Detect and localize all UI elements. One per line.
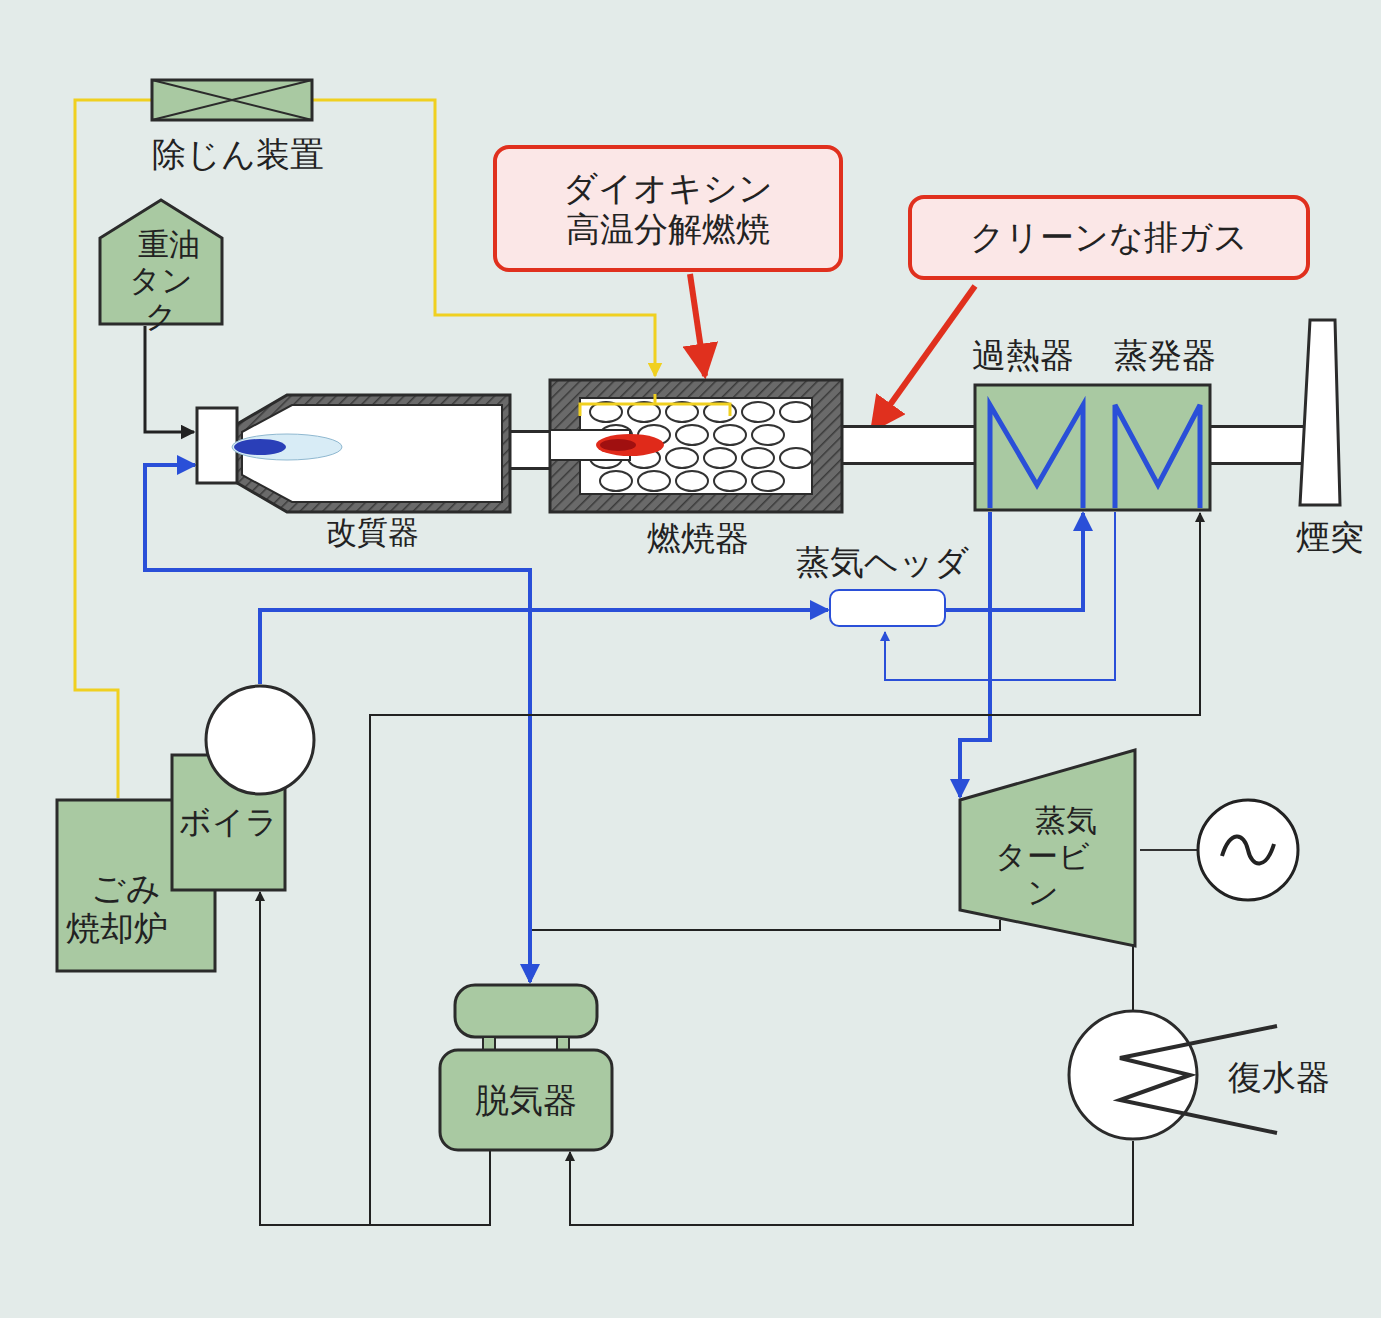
flow-line bbox=[370, 513, 1200, 1225]
flow-line bbox=[690, 274, 705, 376]
flow-line bbox=[530, 920, 1000, 982]
component-label: 脱気器 bbox=[475, 1080, 577, 1120]
pipe-wall bbox=[842, 425, 977, 465]
text-slot: 煙突 bbox=[1280, 512, 1380, 562]
component-box: 蒸気ヘッダ bbox=[770, 538, 995, 633]
flow-line bbox=[570, 1141, 1133, 1225]
shaft-line bbox=[1140, 849, 1198, 851]
component-label: 蒸発器 bbox=[1114, 335, 1216, 375]
component-label: 過熱器 bbox=[972, 335, 1074, 375]
flow-line bbox=[530, 920, 1000, 982]
component-label: 復水器 bbox=[1228, 1057, 1330, 1097]
text-slot: 脱気器 bbox=[440, 1050, 612, 1150]
pipe-bore bbox=[508, 433, 552, 467]
text-slot: 復水器 bbox=[1211, 1052, 1347, 1102]
component-label: 燃焼器 bbox=[647, 518, 749, 558]
component-label: ダイオキシン 高温分解燃焼 bbox=[561, 168, 775, 248]
flow-line bbox=[370, 513, 1200, 1225]
component-box: 脱気器 bbox=[438, 982, 614, 1152]
component-label: クリーンな排ガス bbox=[970, 217, 1248, 257]
component-label: ごみ焼却炉 bbox=[66, 868, 168, 948]
component-label: 重油タンク bbox=[115, 227, 207, 335]
generator-wave bbox=[1222, 836, 1274, 863]
text-slot: ダイオキシン 高温分解燃焼 bbox=[497, 149, 839, 268]
generator-symbol bbox=[1198, 800, 1298, 900]
component-label: 除じん装置 bbox=[152, 134, 324, 174]
pipe-bore bbox=[842, 428, 977, 462]
flow-line bbox=[145, 326, 194, 432]
component-label: ボイラ bbox=[179, 804, 278, 842]
text-slot: 蒸気ヘッダ bbox=[770, 538, 995, 586]
flow-line bbox=[75, 100, 152, 798]
leader-arrow bbox=[872, 286, 975, 430]
flow-line bbox=[260, 610, 828, 684]
component-box: 改質器 bbox=[192, 392, 517, 552]
component-label: 改質器 bbox=[326, 515, 419, 551]
callout-box: ダイオキシン 高温分解燃焼 bbox=[493, 145, 843, 272]
component-label: 蒸気タービン bbox=[982, 803, 1104, 911]
component-label: 煙突 bbox=[1296, 517, 1364, 557]
component-box: 煙突 bbox=[1280, 312, 1380, 567]
flow-line bbox=[690, 274, 705, 376]
flow-line bbox=[1133, 946, 1134, 1010]
text-slot: 過熱器 bbox=[955, 330, 1090, 380]
callout-box: クリーンな排ガス bbox=[908, 195, 1310, 280]
text-slot: 燃焼器 bbox=[598, 516, 798, 560]
component-box: ボイラ bbox=[170, 683, 320, 893]
text-slot: 蒸発器 bbox=[1095, 330, 1235, 380]
gas-pipe bbox=[508, 450, 552, 451]
text-slot: ボイラ bbox=[172, 795, 285, 851]
text-slot: 改質器 bbox=[272, 514, 472, 552]
component-box: 蒸気タービン bbox=[955, 748, 1140, 950]
text-slot: 蒸気タービン bbox=[963, 804, 1123, 910]
component-label: 蒸気ヘッダ bbox=[796, 542, 969, 582]
text-slot: クリーンな排ガス bbox=[912, 199, 1306, 276]
flow-line bbox=[75, 100, 152, 798]
component-shape bbox=[438, 982, 614, 1152]
text-slot: ごみ焼却炉 bbox=[61, 846, 173, 970]
flow-line bbox=[260, 610, 828, 684]
flow-line bbox=[570, 1141, 1133, 1225]
component-shape bbox=[170, 683, 320, 893]
flow-line bbox=[145, 326, 194, 432]
component-box: 除じん装置 bbox=[130, 76, 345, 186]
gas-pipe bbox=[842, 445, 977, 446]
component-box: 燃焼器 bbox=[548, 378, 844, 560]
text-slot: 重油タンク bbox=[98, 238, 224, 324]
pipe-wall bbox=[1208, 425, 1303, 465]
gas-pipe bbox=[1208, 445, 1303, 446]
component-box: 復水器 bbox=[1065, 1008, 1350, 1143]
component-box: 過熱器蒸発器 bbox=[955, 330, 1235, 515]
component-box: 重油タンク bbox=[98, 198, 224, 326]
text-slot: 除じん装置 bbox=[130, 128, 345, 180]
pipe-bore bbox=[1208, 428, 1303, 462]
flow-line bbox=[1132, 946, 1134, 1010]
pipe-wall bbox=[508, 430, 552, 470]
